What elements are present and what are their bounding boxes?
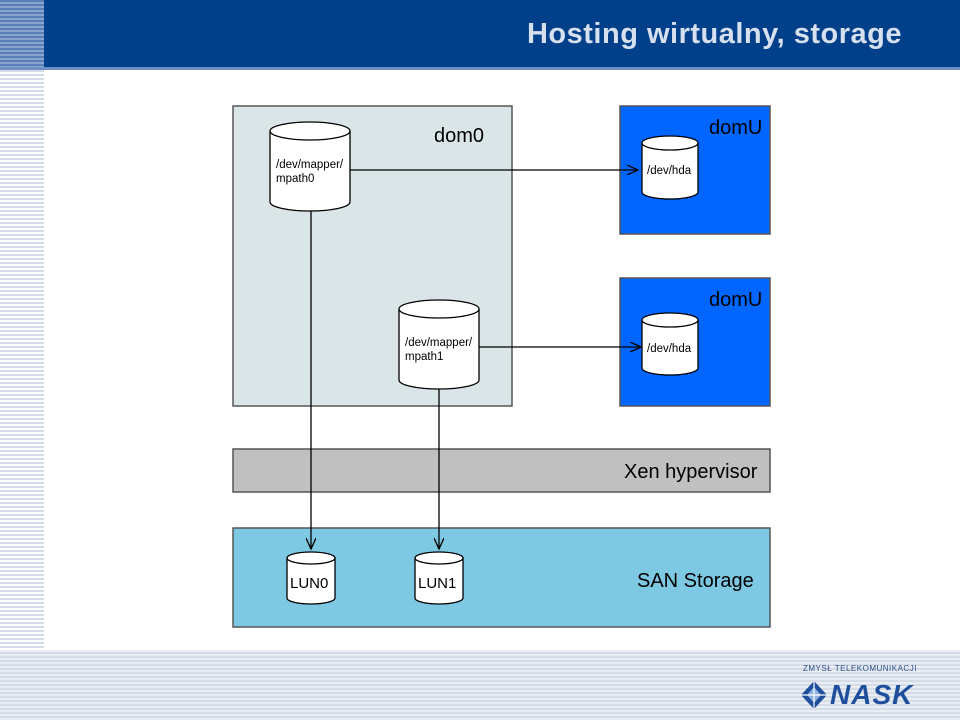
disk-mpath0-line1: /dev/mapper/ (276, 159, 344, 171)
nask-tagline: ZMYSŁ TELEKOMUNIKACJI (803, 664, 917, 673)
domu-top-label: domU (709, 117, 762, 139)
footer-band (0, 650, 960, 720)
header-bar: Hosting wirtualny, storage (44, 0, 960, 67)
hypervisor-label: Xen hypervisor (624, 461, 758, 483)
hypervisor-bar (232, 448, 771, 493)
dom0-label: dom0 (434, 125, 484, 147)
disk-hda-top: /dev/hda (641, 135, 699, 200)
disk-lun0: LUN0 (286, 551, 336, 605)
disk-mpath1: /dev/mapper/ mpath1 (398, 299, 480, 390)
slide-title: Hosting wirtualny, storage (526, 18, 902, 50)
san-storage-label: SAN Storage (637, 570, 754, 592)
disk-lun1: LUN1 (414, 551, 464, 605)
header-underline (0, 67, 960, 70)
domu-bottom-label: domU (709, 289, 762, 311)
disk-lun0-label: LUN0 (290, 575, 328, 592)
disk-mpath0: /dev/mapper/ mpath0 (269, 121, 351, 212)
disk-mpath1-line1: /dev/mapper/ (405, 337, 473, 349)
left-decorative-strip (0, 0, 44, 720)
disk-hda-bottom: /dev/hda (641, 312, 699, 376)
disk-hda-bottom-label: /dev/hda (647, 343, 692, 355)
nask-logo-icon (801, 681, 827, 709)
disk-mpath1-line2: mpath1 (405, 351, 443, 363)
nask-logo-text: NASK (830, 679, 914, 710)
disk-mpath0-line2: mpath0 (276, 173, 314, 185)
disk-lun1-label: LUN1 (418, 575, 456, 592)
disk-hda-top-label: /dev/hda (647, 165, 692, 177)
left-strip-header-part (0, 0, 44, 70)
